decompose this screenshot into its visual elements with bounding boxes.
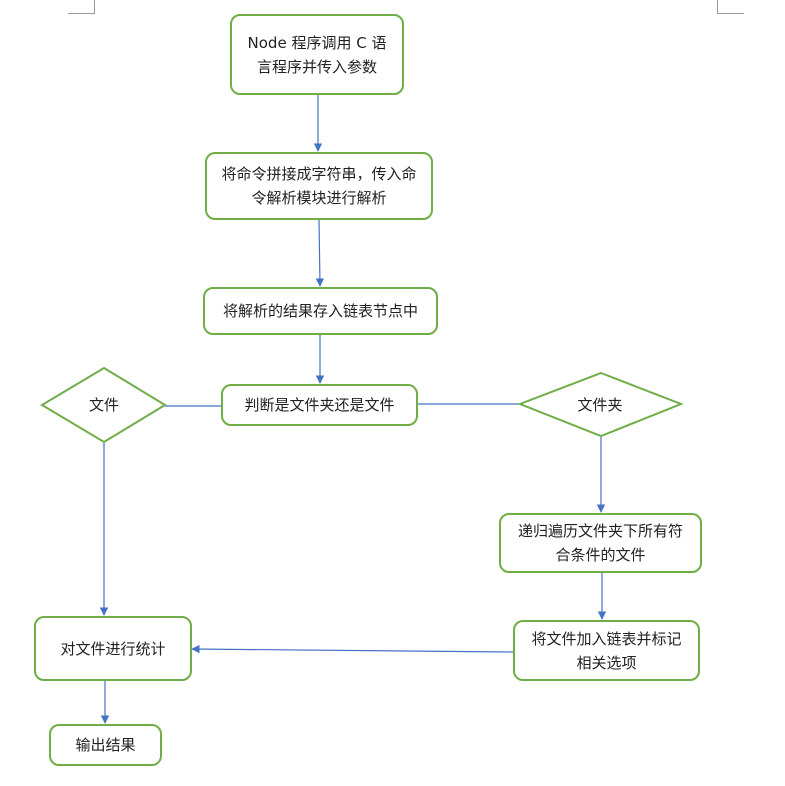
arrow-addlist-to-stats	[191, 644, 514, 654]
concat-node: 将命令拼接成字符串，传入命令解析模块进行解析	[205, 152, 433, 220]
store-node-text: 将解析的结果存入链表节点中	[222, 302, 418, 320]
output-node: 输出结果	[49, 724, 162, 766]
stats-node-text: 对文件进行统计	[60, 639, 166, 658]
add-list-node-text: 将文件加入链表并标记相关选项	[531, 629, 682, 672]
add-list-node: 将文件加入链表并标记相关选项	[513, 620, 700, 681]
page-corner-mark-right	[717, 0, 744, 14]
folder-decision-label: 文件夹	[577, 396, 623, 414]
output-node-text: 输出结果	[75, 736, 136, 754]
concat-node-text: 将命令拼接成字符串，传入命令解析模块进行解析	[221, 165, 417, 207]
store-node: 将解析的结果存入链表节点中	[203, 287, 438, 335]
arrow-concat-to-store	[315, 218, 325, 287]
stats-node: 对文件进行统计	[34, 616, 192, 681]
start-node: Node 程序调用 C 语言程序并传入参数	[230, 14, 404, 95]
page-corner-mark-left	[68, 0, 95, 14]
traverse-node-text: 递归遍历文件夹下所有符合条件的文件	[517, 522, 683, 564]
judge-node-text: 判断是文件夹还是文件	[244, 396, 395, 414]
file-decision-label: 文件	[88, 396, 119, 414]
traverse-node: 递归遍历文件夹下所有符合条件的文件	[499, 513, 702, 573]
folder-decision-diamond	[517, 371, 684, 438]
start-node-text: Node 程序调用 C 语言程序并传入参数	[247, 33, 387, 76]
file-decision-diamond	[40, 366, 167, 444]
judge-node: 判断是文件夹还是文件	[221, 384, 418, 426]
